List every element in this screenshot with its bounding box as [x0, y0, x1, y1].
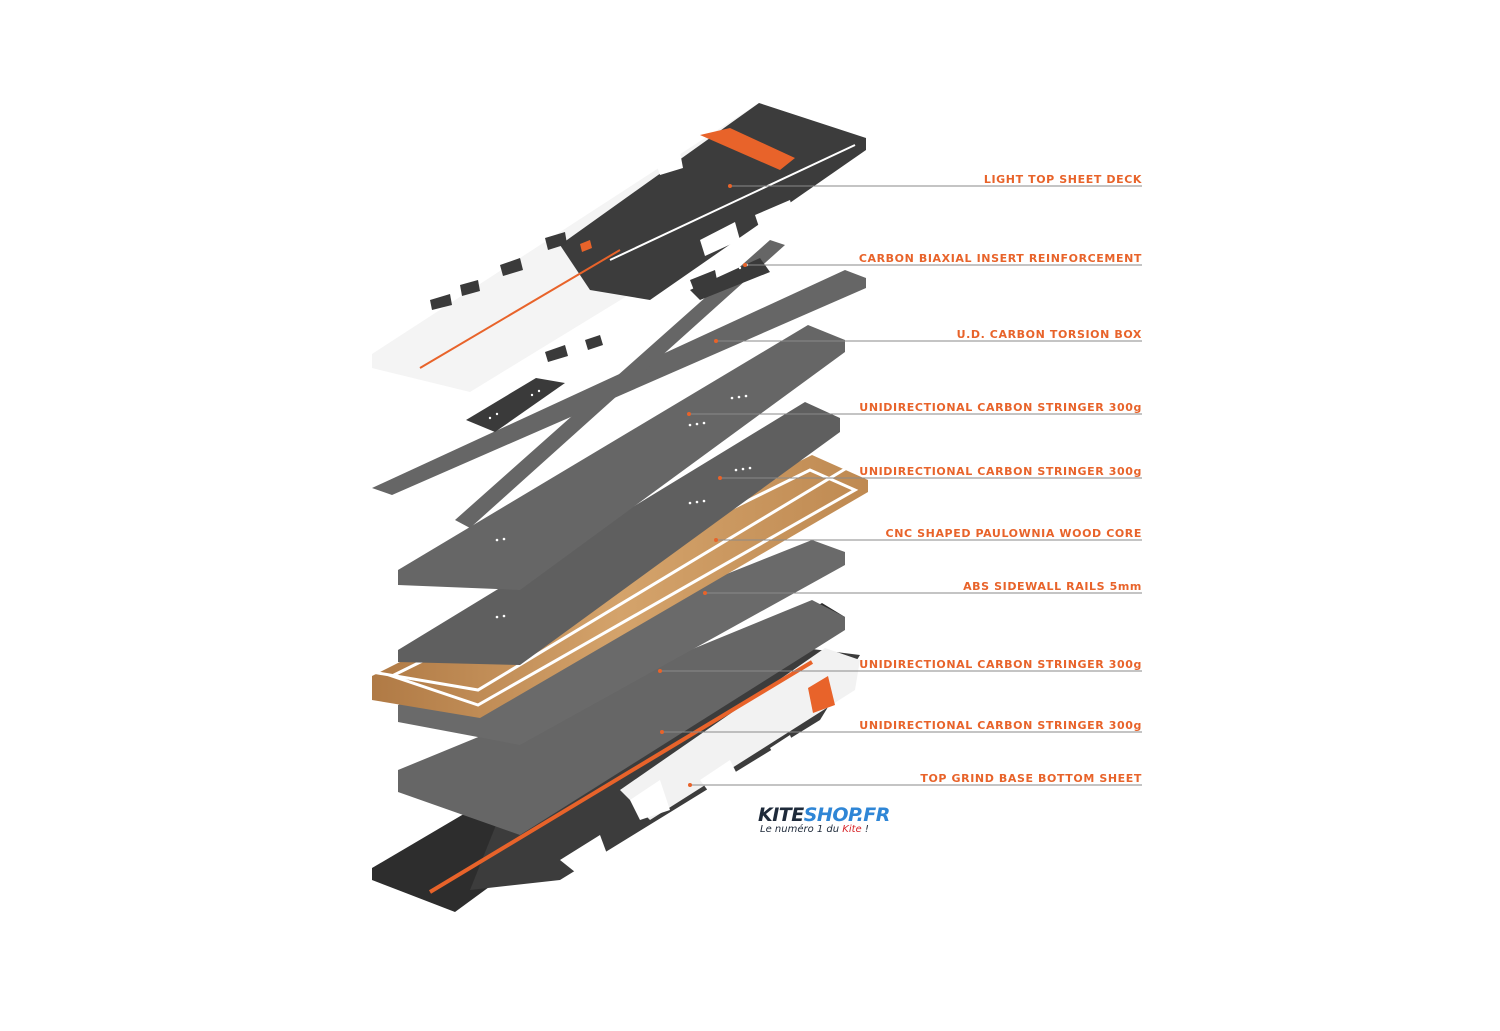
brand-name-part2: SHOP.FR — [803, 804, 891, 826]
brand-tagline: Le numéro 1 du Kite ! — [760, 824, 869, 836]
torsion-box-layer — [372, 240, 866, 528]
brand-tagline-highlight: Kite — [842, 824, 862, 835]
stringer-4-layer — [398, 600, 845, 835]
label-carbon-biaxial: CARBON BIAXIAL INSERT REINFORCEMENT — [859, 252, 1142, 265]
top-sheet-layer — [372, 103, 866, 392]
top-accent-stripe — [700, 128, 795, 170]
brand-tagline-suffix: ! — [861, 824, 869, 835]
callout-labels: LIGHT TOP SHEET DECK CARBON BIAXIAL INSE… — [859, 173, 1142, 785]
label-wood-core: CNC SHAPED PAULOWNIA WOOD CORE — [886, 527, 1142, 540]
stringer-2-layer — [398, 402, 840, 665]
callout-leaders — [660, 185, 1142, 786]
label-top-sheet: LIGHT TOP SHEET DECK — [984, 173, 1142, 186]
label-torsion-box: U.D. CARBON TORSION BOX — [957, 328, 1142, 341]
label-base: TOP GRIND BASE BOTTOM SHEET — [920, 772, 1142, 785]
label-stringer-1: UNIDIRECTIONAL CARBON STRINGER 300g — [859, 401, 1142, 414]
stringer-1-layer — [398, 325, 845, 590]
callout-dots — [658, 184, 747, 787]
brand-name-part1: KITE — [758, 804, 804, 826]
label-sidewall: ABS SIDEWALL RAILS 5mm — [963, 580, 1142, 593]
brand-logo: KITESHOP.FR — [758, 806, 890, 825]
label-stringer-3: UNIDIRECTIONAL CARBON STRINGER 300g — [859, 658, 1142, 671]
brand-tagline-prefix: Le numéro 1 du — [760, 824, 843, 835]
label-stringer-4: UNIDIRECTIONAL CARBON STRINGER 300g — [859, 719, 1142, 732]
carbon-biaxial-layer — [466, 258, 770, 432]
base-accent-patch — [808, 676, 835, 713]
label-stringer-2: UNIDIRECTIONAL CARBON STRINGER 300g — [859, 465, 1142, 478]
